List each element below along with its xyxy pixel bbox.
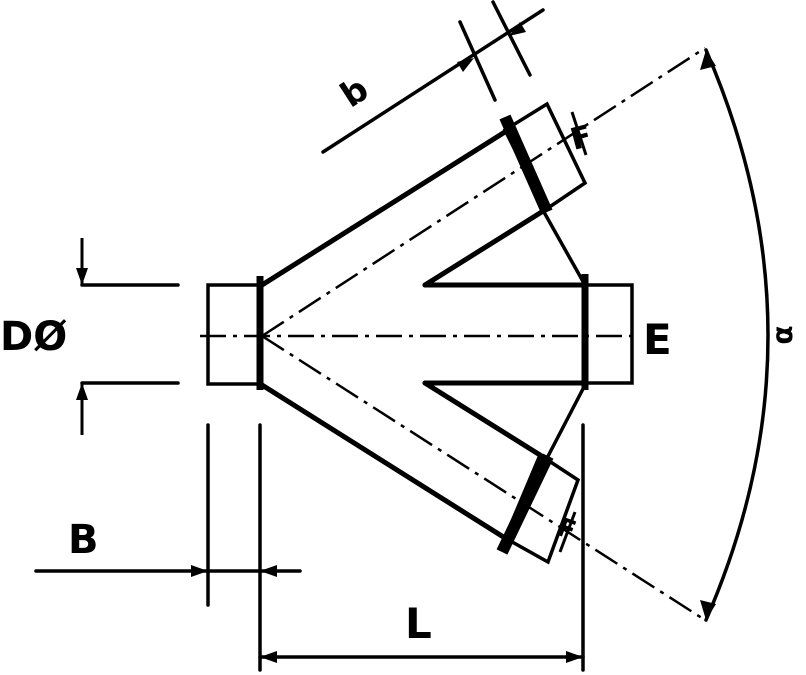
top-dim-label: b	[334, 69, 376, 116]
angle-arc	[704, 48, 770, 622]
angle-label: α	[766, 325, 799, 344]
length-dimension: L	[258, 423, 585, 672]
lower-branch	[259, 380, 587, 565]
angle-arrow-top	[700, 50, 716, 70]
end-label: E	[643, 315, 672, 364]
angle-arrow-bottom	[700, 600, 716, 620]
offset-arrow-left	[191, 565, 208, 577]
top-ext-right	[491, 0, 532, 77]
inlet-stub	[206, 283, 262, 386]
outlet-stub	[583, 283, 634, 385]
offset-dimension: B	[34, 423, 302, 672]
top-arrow-right	[509, 22, 526, 36]
lower-branch-inner-edge	[422, 380, 543, 458]
lower-centerline	[261, 334, 706, 622]
diameter-dimension: DØ	[0, 238, 180, 435]
inlet-pipe	[206, 276, 264, 390]
top-dim-line	[321, 8, 545, 154]
lower-branch-outer-edge	[259, 382, 508, 541]
length-arrow-left	[260, 651, 277, 663]
offset-arrow-right	[260, 565, 277, 577]
upper-branch-inner-edge	[422, 205, 551, 288]
upper-centerline	[261, 46, 706, 338]
diameter-arrow-top	[76, 268, 88, 285]
top-arrow-left	[457, 58, 474, 72]
upper-branch-join	[538, 203, 587, 287]
upper-branch	[259, 101, 588, 288]
length-label: L	[405, 599, 432, 648]
diameter-arrow-bottom	[76, 383, 88, 400]
upper-branch-f-mark	[570, 111, 588, 156]
straight-outlet	[422, 274, 634, 390]
branch-bottom-label: F	[553, 512, 580, 546]
upper-branch-outer-edge	[259, 127, 511, 288]
angle-dimension: α	[700, 48, 799, 622]
diameter-label: DØ	[0, 314, 67, 360]
lower-branch-join	[543, 383, 587, 464]
top-ext-left	[458, 20, 497, 102]
length-arrow-right	[566, 651, 583, 663]
offset-label: B	[68, 517, 99, 563]
center-lines	[200, 46, 706, 622]
